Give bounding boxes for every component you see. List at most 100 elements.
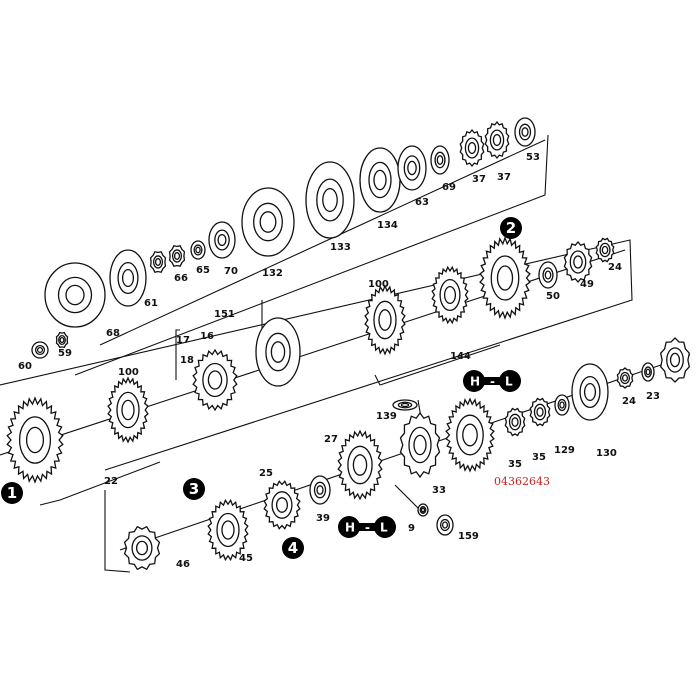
badge-text: 1 [7, 484, 17, 502]
part-shaft-46 [123, 525, 161, 571]
part-o-ring-134 [359, 147, 401, 213]
part-label: 134 [377, 220, 398, 231]
part-label: 37 [497, 172, 511, 183]
part-needle-49 [563, 240, 593, 284]
parts [6, 117, 691, 571]
part-label: 66 [174, 273, 188, 284]
part-label: 50 [546, 291, 560, 302]
part-needle-24 [595, 237, 615, 263]
part-labels: 5337376963134133132706566616859601511617… [18, 152, 660, 570]
part-label: 151 [214, 309, 235, 320]
part-bearing-130 [571, 363, 609, 421]
part-housing-132 [241, 187, 295, 257]
part-coupling-33 [399, 411, 441, 479]
part-label: 132 [262, 268, 283, 279]
part-sleeve [255, 317, 301, 387]
part-needle-35 [504, 407, 526, 437]
part-label: 133 [330, 242, 351, 253]
reference-number: 04362643 [494, 475, 550, 488]
part-label: 63 [415, 197, 429, 208]
part-label: 100 [118, 367, 139, 378]
part-label: 18 [180, 355, 194, 366]
part-label: 70 [224, 266, 238, 277]
part-label: 16 [200, 331, 214, 342]
badge-text: 2 [506, 219, 516, 237]
part-bearing-70 [208, 221, 236, 259]
hl-badge-text: H-L [470, 375, 523, 389]
part-label: 23 [646, 391, 660, 402]
part-washer-69 [430, 145, 450, 175]
part-washer-129 [554, 394, 570, 416]
part-label: 59 [58, 348, 72, 359]
part-hub-151 [192, 348, 238, 412]
part-label: 25 [259, 468, 273, 479]
part-label: 69 [442, 182, 456, 193]
part-label: 130 [596, 448, 617, 459]
badge-hl-top: H-L [463, 370, 523, 392]
part-label: 68 [106, 328, 120, 339]
badge-one: 1 [1, 482, 23, 504]
part-shaft-end [659, 337, 691, 383]
part-needle-24b [616, 367, 634, 389]
part-label: 159 [458, 531, 479, 542]
part-label: 9 [408, 523, 415, 534]
part-needle-cage-37 [459, 128, 485, 168]
part-snap-ring-39 [309, 475, 331, 505]
part-gear-HL [445, 397, 495, 473]
part-label: 65 [196, 265, 210, 276]
part-label: 61 [144, 298, 158, 309]
part-nut-66 [149, 251, 167, 273]
part-label: 39 [316, 513, 330, 524]
part-gear-3 [207, 498, 249, 562]
part-label: 24 [622, 396, 636, 407]
part-label: 49 [580, 279, 594, 290]
part-label: 33 [432, 485, 446, 496]
part-bolt-159 [436, 514, 454, 536]
badge-hl-bottom: H-L [338, 516, 398, 538]
part-label: 35 [532, 452, 546, 463]
part-label: 22 [104, 476, 118, 487]
part-gear-1 [6, 396, 64, 484]
part-gear-2 [479, 236, 531, 320]
part-pin-139 [392, 399, 418, 411]
part-label: 17 [176, 335, 190, 346]
part-snap-ring-50 [538, 261, 558, 289]
part-label: 53 [526, 152, 540, 163]
part-synchro-ring-100 [107, 376, 149, 444]
part-washer-59 [55, 331, 69, 349]
part-bolt-60 [31, 341, 49, 359]
part-lock-washer-66 [168, 245, 186, 267]
part-needle-cage-37b [484, 120, 510, 160]
badges: 1 2 3 4 H-L H-L [1, 217, 523, 559]
badge-four: 4 [282, 537, 304, 559]
badge-text: 4 [288, 539, 298, 557]
part-snap-ring-53 [514, 117, 536, 147]
part-label: 139 [376, 411, 397, 422]
part-synchro-ring-100b [364, 284, 406, 356]
part-washer-9 [417, 503, 429, 517]
badge-text: 3 [189, 480, 199, 498]
part-gasket-133 [305, 161, 355, 239]
part-needle-35b [529, 397, 551, 427]
part-label: 60 [18, 361, 32, 372]
part-washer-65 [190, 240, 206, 260]
hl-badge-text: H-L [345, 521, 398, 535]
part-label: 100 [368, 279, 389, 290]
part-label: 35 [508, 459, 522, 470]
part-gear-25 [263, 480, 301, 530]
part-label: 46 [176, 559, 190, 570]
part-gear-27 [337, 429, 383, 501]
part-label: 45 [239, 553, 253, 564]
badge-three: 3 [183, 478, 205, 500]
badge-two: 2 [500, 217, 522, 239]
part-label: 129 [554, 445, 575, 456]
part-cover-68 [44, 262, 106, 328]
part-bearing-63 [397, 145, 427, 191]
part-label: 144 [450, 351, 471, 362]
part-cone [431, 265, 469, 325]
part-ring-23 [641, 362, 655, 382]
part-o-ring-61 [109, 249, 147, 307]
part-label: 24 [608, 262, 622, 273]
